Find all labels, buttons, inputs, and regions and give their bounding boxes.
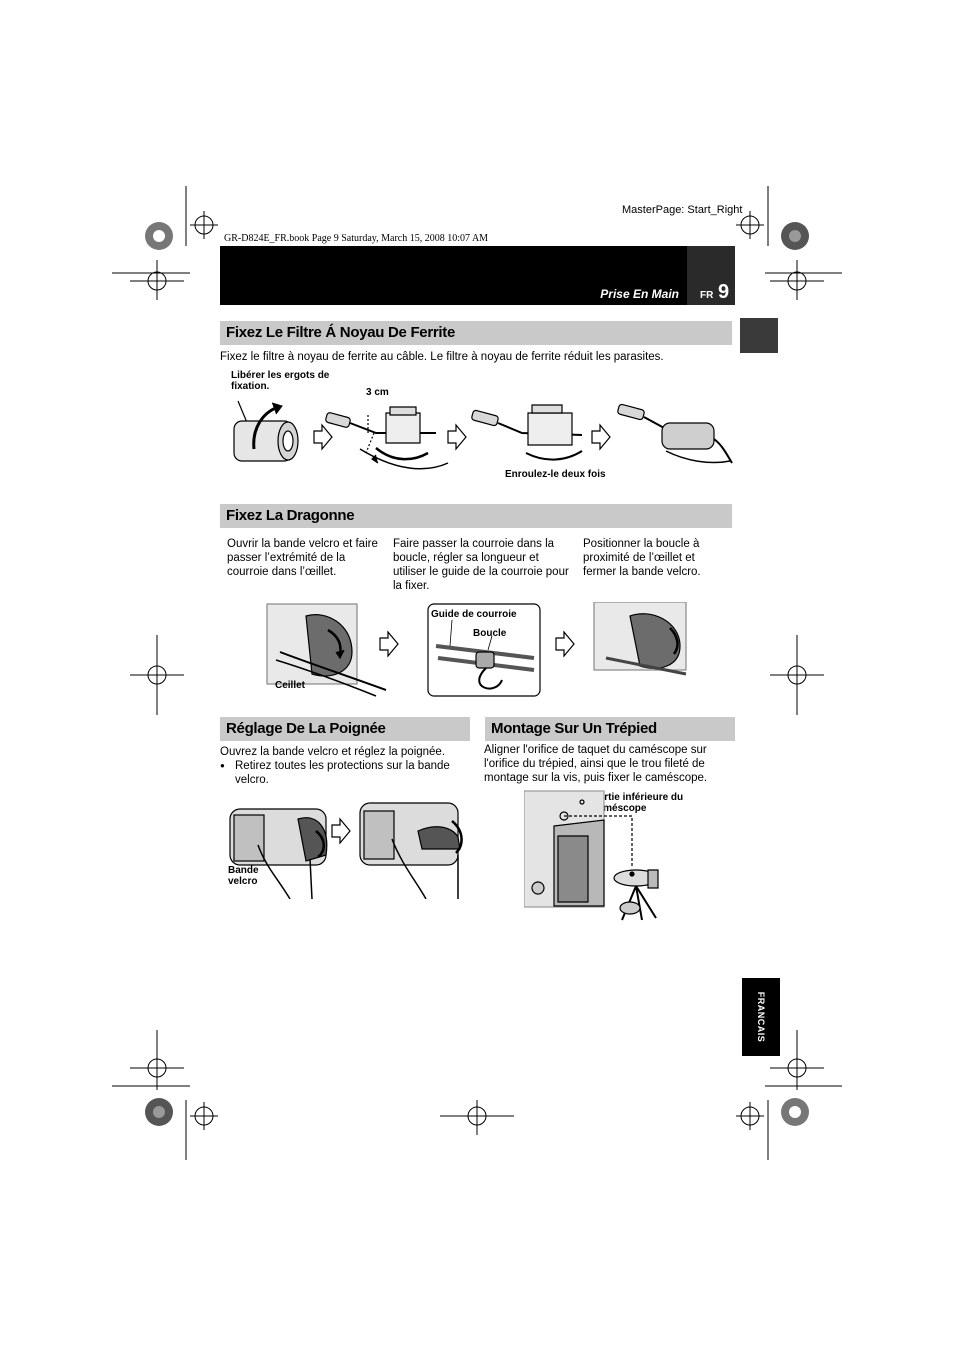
wind-twice-label: Enroulez-le deux fois xyxy=(505,469,606,480)
language-code: FR xyxy=(700,290,714,301)
strap-step-3: Positionner la boucle à proximité de l’œ… xyxy=(583,538,701,578)
grip-bullet-list: Retirez toutes les protections sur la ba… xyxy=(220,759,470,787)
section-heading-grip: Réglage De La Poignée xyxy=(220,717,470,741)
page-number: 9 xyxy=(718,281,730,303)
eyelet-label: Ceillet xyxy=(275,680,306,691)
buckle-label: Boucle xyxy=(473,628,507,639)
tripod-instructions: Aligner l'orifice de taquet du caméscope… xyxy=(484,744,708,784)
section-heading-tripod: Montage Sur Un Trépied xyxy=(485,717,735,741)
grip-bullet-item: Retirez toutes les protections sur la ba… xyxy=(220,759,470,787)
strap-step-2: Faire passer la courroie dans la boucle,… xyxy=(393,538,569,592)
length-label: 3 cm xyxy=(366,387,389,398)
language-tab-label: FRANCAIS xyxy=(756,991,766,1043)
page-number-box: FR 9 xyxy=(687,246,735,305)
book-info-line: GR-D824E_FR.book Page 9 Saturday, March … xyxy=(224,233,489,244)
strap-guide-label: Guide de courroie xyxy=(431,609,517,620)
header-title: Prise En Main xyxy=(600,287,679,301)
language-side-tab: FRANCAIS xyxy=(742,978,780,1056)
masterpage-label: MasterPage: Start_Right xyxy=(622,204,743,216)
velcro-band-label: Bande velcro xyxy=(228,865,259,887)
page-header: Prise En Main xyxy=(220,246,687,305)
grip-instructions: Ouvrez la bande velcro et réglez la poig… xyxy=(220,746,446,758)
ferrite-instructions: Fixez le filtre à noyau de ferrite au câ… xyxy=(220,351,664,363)
section-heading-strap: Fixez La Dragonne xyxy=(220,504,732,528)
strap-illustration xyxy=(266,602,687,697)
grip-illustration xyxy=(229,802,463,899)
side-tab-marker xyxy=(740,318,778,353)
section-heading-ferrite: Fixez Le Filtre Á Noyau De Ferrite xyxy=(220,321,732,345)
ferrite-core-illustration xyxy=(233,400,733,470)
release-tabs-label: Libérer les ergots de fixation. xyxy=(231,370,330,392)
tripod-illustration xyxy=(524,790,659,921)
strap-step-1: Ouvrir la bande velcro et faire passer l… xyxy=(227,538,378,578)
camcorder-bottom-label: Partie inférieure du caméscope xyxy=(592,792,684,814)
